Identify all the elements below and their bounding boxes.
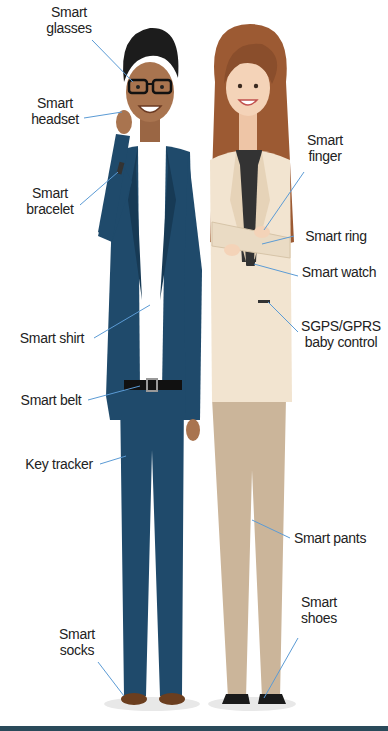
part-label: Smart bracelet (18, 185, 82, 217)
hand (186, 419, 200, 441)
leader-line (262, 236, 294, 244)
part-label: Key tracker (12, 456, 106, 472)
hand (116, 110, 132, 134)
glasses-symbol (153, 80, 171, 93)
part-label: Smart pants (278, 530, 382, 546)
glasses-bridge (147, 83, 153, 85)
eye (254, 84, 258, 88)
leader-line (264, 638, 298, 698)
smile (139, 106, 161, 113)
leader-line (252, 520, 290, 538)
leader-line (100, 456, 126, 464)
part-label: Smart socks (48, 626, 106, 658)
woman-blazer (210, 150, 292, 402)
part-label: Smart ring (290, 228, 382, 244)
part-label: Smart shoes (290, 594, 348, 626)
man-hair (123, 28, 178, 82)
leader-line (84, 112, 122, 118)
buckle (147, 379, 157, 391)
part-label: Smart watch (290, 264, 388, 280)
part-label: Smart finger (296, 132, 354, 164)
leader-line (92, 40, 133, 82)
man-shoe (159, 693, 185, 705)
man-arm (184, 152, 202, 420)
woman-shoe (222, 694, 250, 704)
hand (254, 226, 270, 238)
part-label: Smart headset (24, 95, 86, 127)
glasses-symbol (129, 80, 147, 93)
leader-lines (80, 40, 304, 698)
man-forearm (98, 134, 130, 242)
woman-shoe (258, 694, 286, 704)
woman-bangs (224, 44, 277, 84)
ground-shadow (104, 697, 200, 711)
eye (238, 84, 242, 88)
leader-line (80, 172, 118, 205)
leader-line (254, 264, 298, 276)
watch-symbol (246, 259, 255, 266)
belt-symbol (124, 380, 182, 390)
leader-line (94, 305, 150, 338)
leader-line (98, 662, 124, 696)
part-label: Smart belt (8, 392, 94, 408)
eye (160, 85, 164, 89)
man-face (126, 62, 174, 122)
man-shirt (138, 145, 166, 390)
part-label: Smart glasses (38, 4, 100, 36)
eye (136, 85, 140, 89)
leader-line (268, 302, 298, 332)
hand (224, 244, 240, 256)
man-shoe (121, 693, 147, 705)
part-label: SGPS/GPRS baby control (294, 318, 388, 350)
leader-line (264, 172, 304, 230)
bottom-bar (0, 726, 388, 731)
part-label: Smart shirt (4, 330, 100, 346)
man-pants (120, 390, 184, 696)
woman-pants (212, 398, 286, 698)
lapel (128, 146, 142, 300)
lapel (160, 146, 176, 300)
smile (239, 100, 257, 105)
leader-line (88, 386, 140, 400)
